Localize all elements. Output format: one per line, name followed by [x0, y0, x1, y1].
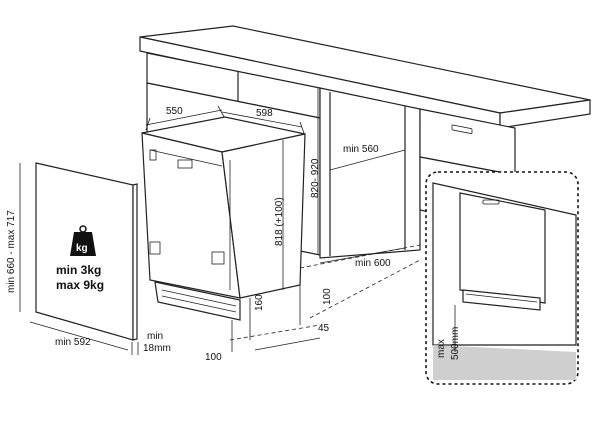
label-plinth-160: 160	[254, 294, 265, 311]
inset-floor	[433, 345, 576, 380]
label-depth-min-560: min 560	[343, 144, 379, 155]
label-width-598: 598	[256, 108, 273, 119]
label-plinth-100-horizontal: 100	[205, 352, 222, 363]
inset-dishwasher	[459, 192, 546, 304]
label-height-820-920: 820- 920	[310, 158, 321, 198]
top-bracket	[177, 159, 193, 169]
right-cabinet-front	[319, 87, 421, 259]
label-door-thickness-value: 18mm	[143, 343, 171, 354]
hinge-right-bottom	[211, 251, 225, 265]
label-plinth-45: 45	[318, 323, 330, 334]
drawer-handle-3	[451, 124, 473, 134]
label-weight-max: max 9kg	[56, 278, 104, 292]
label-inset-max: max	[436, 339, 447, 358]
label-door-thickness-min: min	[147, 331, 163, 342]
plinth	[154, 281, 241, 321]
detail-inset	[425, 171, 579, 385]
label-kg-icon: kg	[76, 243, 88, 254]
label-width-min-600: min 600	[355, 258, 391, 269]
text-labels: 550 598 min 560 820- 920 818 (+100) min …	[6, 106, 461, 363]
hinge-left-top	[149, 149, 157, 161]
weight-icon	[70, 232, 96, 256]
inset-plinth	[462, 289, 541, 311]
countertop-side	[499, 99, 591, 129]
hinge-left-bottom	[149, 241, 161, 255]
label-depth-550: 550	[166, 106, 183, 117]
door-panel	[19, 162, 139, 355]
label-door-width: min 592	[55, 337, 91, 348]
dishwasher-body	[141, 116, 306, 321]
label-inset-500mm: 500mm	[450, 327, 461, 360]
label-plinth-100-vertical: 100	[322, 288, 333, 305]
door-edge	[132, 183, 138, 341]
label-door-height: min 660 - max 717	[6, 210, 17, 293]
label-height-818: 818 (+100)	[274, 197, 285, 246]
label-weight-min: min 3kg	[56, 263, 101, 277]
dimension-lines	[145, 88, 421, 352]
inset-handle	[482, 199, 500, 205]
